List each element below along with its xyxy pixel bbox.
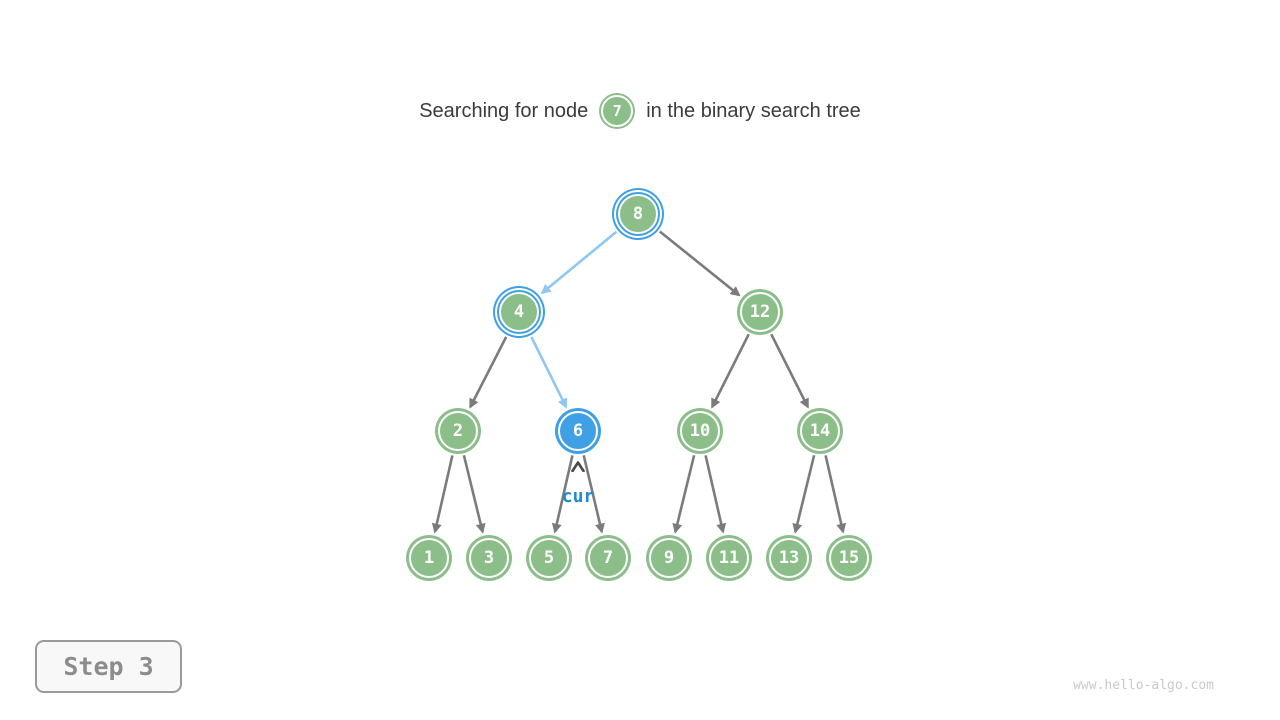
title-target-value: 7 <box>612 102 622 120</box>
tree-node-3: 3 <box>469 538 509 578</box>
tree-node-15: 15 <box>829 538 869 578</box>
title-prefix-text: Searching for node <box>419 99 589 122</box>
step-badge-label: Step 3 <box>63 652 154 681</box>
title-target-node: 7 <box>601 95 634 127</box>
tree-edge-6-7 <box>582 455 605 534</box>
tree-node-12: 12 <box>740 292 780 332</box>
tree-node-2: 2 <box>438 411 478 451</box>
tree-edge-8-4 <box>540 230 618 295</box>
tree-node-4: 4 <box>499 292 539 332</box>
tree-edge-10-9 <box>672 454 696 534</box>
tree-edge-10-11 <box>704 455 727 534</box>
tree-node-9: 9 <box>649 538 689 578</box>
tree-edge-14-13 <box>792 454 816 534</box>
tree-node-1: 1 <box>409 538 449 578</box>
cur-pointer-label: cur <box>561 486 595 507</box>
tree-node-7: 7 <box>588 538 628 578</box>
tree-node-8: 8 <box>618 194 658 234</box>
figure-title: Searching for node 7 in the binary searc… <box>0 91 1280 131</box>
tree-edge-12-14 <box>770 333 809 409</box>
tree-edge-8-12 <box>658 230 741 297</box>
tree-edge-2-3 <box>462 454 486 534</box>
tree-edge-2-1 <box>431 455 454 534</box>
tree-node-13: 13 <box>769 538 809 578</box>
tree-edge-12-10 <box>711 333 750 409</box>
tree-edge-14-15 <box>824 455 847 534</box>
tree-edge-4-2 <box>469 336 508 409</box>
cur-pointer-caret-icon <box>571 461 585 472</box>
tree-edge-4-6 <box>530 336 568 409</box>
tree-node-11: 11 <box>709 538 749 578</box>
tree-node-10: 10 <box>680 411 720 451</box>
tree-edge-6-5 <box>551 455 574 534</box>
tree-node-5: 5 <box>529 538 569 578</box>
watermark-text: www.hello-algo.com <box>1073 678 1214 693</box>
tree-node-6: 6 <box>558 411 598 451</box>
title-suffix-text: in the binary search tree <box>646 99 861 122</box>
tree-node-14: 14 <box>800 411 840 451</box>
step-badge: Step 3 <box>35 640 182 693</box>
